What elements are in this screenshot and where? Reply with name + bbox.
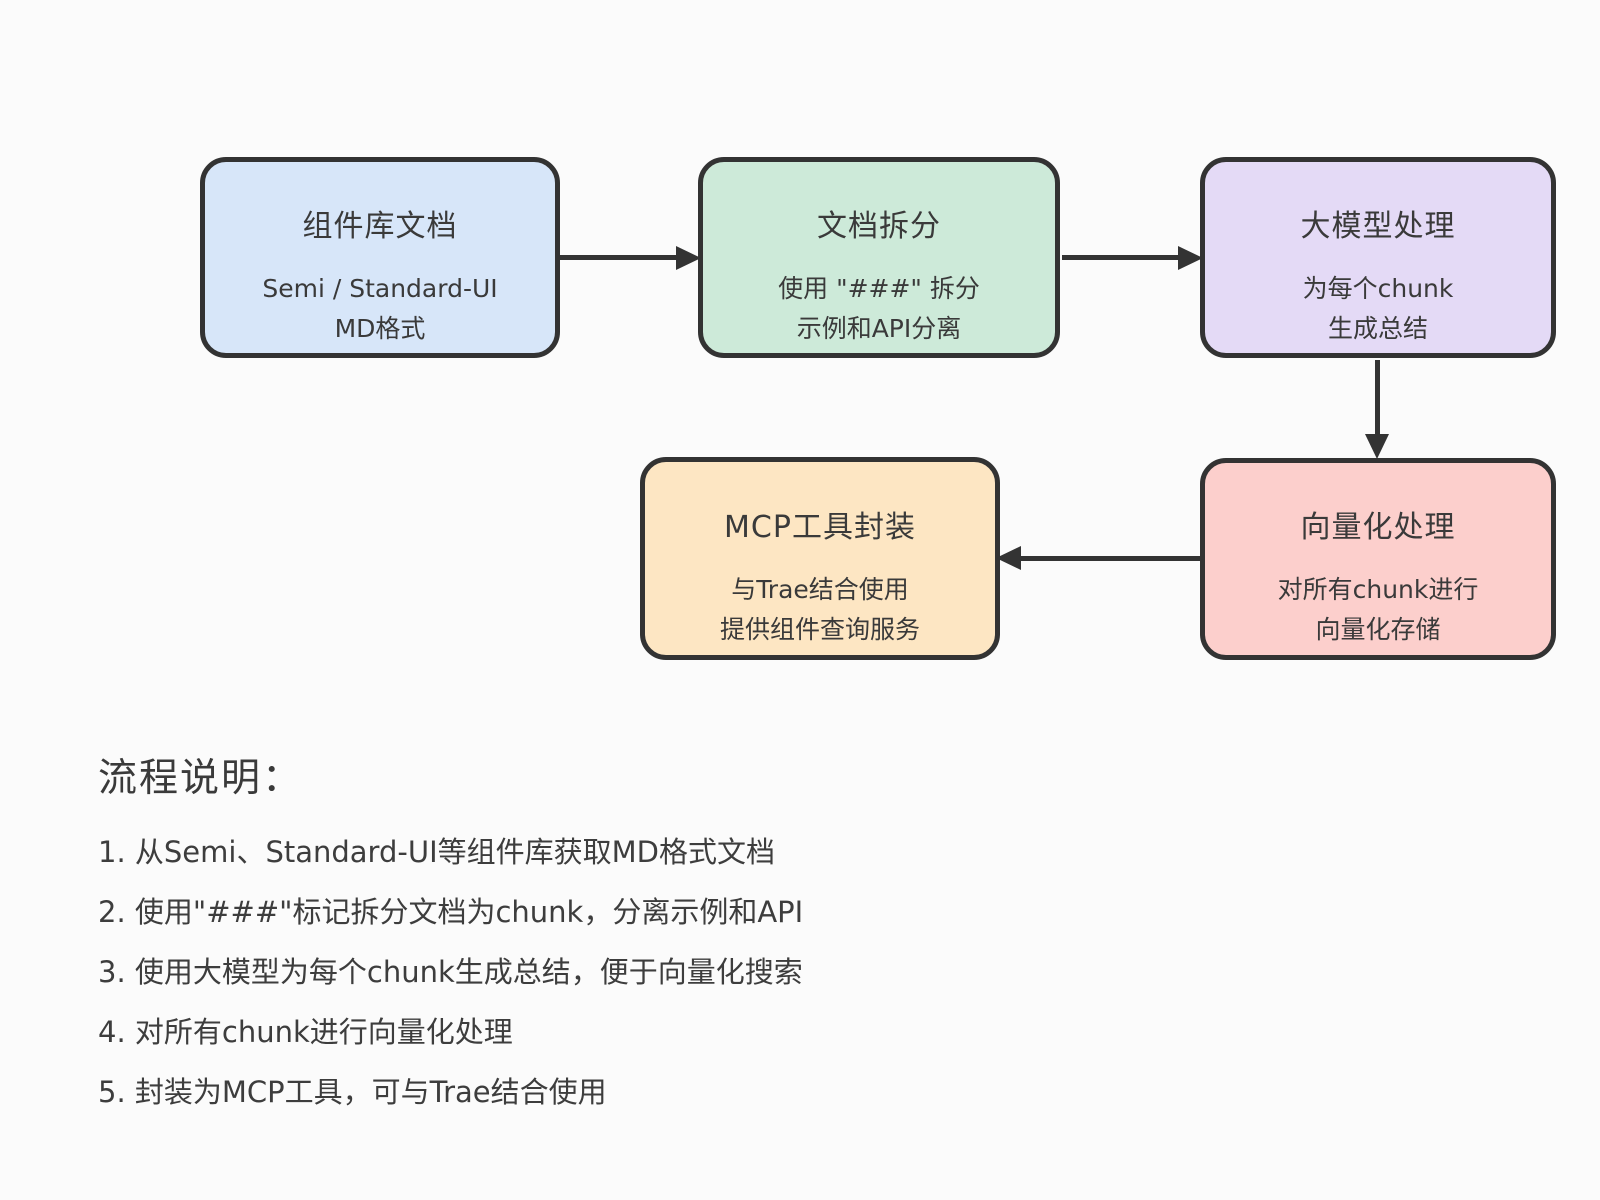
node-llm-process: 大模型处理 为每个chunk 生成总结 — [1200, 157, 1556, 358]
node-line: 为每个chunk — [1302, 273, 1454, 303]
node-line: 与Trae结合使用 — [731, 574, 909, 604]
arrowhead-right-icon — [676, 246, 701, 270]
node-component-docs: 组件库文档 Semi / Standard-UI MD格式 — [200, 157, 560, 358]
notes-item-2: 2. 使用"###"标记拆分文档为chunk，分离示例和API — [98, 895, 804, 929]
arrow-line — [1375, 360, 1380, 434]
node-line: MD格式 — [334, 313, 426, 343]
node-doc-split: 文档拆分 使用 "###" 拆分 示例和API分离 — [698, 157, 1060, 358]
arrow-line — [1021, 556, 1200, 561]
node-body: 与Trae结合使用 提供组件查询服务 — [720, 570, 920, 650]
notes-item-3: 3. 使用大模型为每个chunk生成总结，便于向量化搜索 — [98, 955, 803, 989]
notes-item-5: 5. 封装为MCP工具，可与Trae结合使用 — [98, 1075, 607, 1109]
node-line: 对所有chunk进行 — [1277, 575, 1479, 604]
node-line: 示例和API分离 — [796, 313, 962, 343]
node-line: 生成总结 — [1327, 313, 1428, 343]
arrowhead-down-icon — [1365, 434, 1389, 459]
node-vectorize: 向量化处理 对所有chunk进行 向量化存储 — [1200, 458, 1556, 660]
node-title: MCP工具封装 — [724, 509, 916, 545]
arrowhead-left-icon — [996, 546, 1021, 570]
node-line: Semi / Standard-UI — [262, 273, 498, 303]
node-title: 大模型处理 — [1300, 208, 1456, 244]
node-line: 提供组件查询服务 — [719, 614, 920, 644]
node-body: 使用 "###" 拆分 示例和API分离 — [778, 269, 980, 349]
arrow-line — [560, 255, 676, 260]
node-mcp-tool: MCP工具封装 与Trae结合使用 提供组件查询服务 — [640, 457, 1000, 660]
arrowhead-right-icon — [1178, 246, 1203, 270]
notes-heading: 流程说明： — [98, 756, 304, 801]
node-body: 为每个chunk 生成总结 — [1303, 269, 1454, 349]
node-title: 文档拆分 — [817, 208, 941, 244]
arrow-line — [1062, 255, 1178, 260]
notes-item-4: 4. 对所有chunk进行向量化处理 — [98, 1015, 513, 1049]
node-line: 向量化存储 — [1315, 615, 1441, 644]
node-title: 组件库文档 — [302, 208, 458, 244]
process-notes: 流程说明： 1. 从Semi、Standard-UI等组件库获取MD格式文档 2… — [98, 753, 1198, 1135]
node-body: Semi / Standard-UI MD格式 — [262, 269, 497, 349]
node-body: 对所有chunk进行 向量化存储 — [1278, 570, 1479, 650]
notes-item-1: 1. 从Semi、Standard-UI等组件库获取MD格式文档 — [98, 835, 775, 869]
node-line: 使用 "###" 拆分 — [778, 273, 980, 303]
node-title: 向量化处理 — [1300, 510, 1456, 545]
